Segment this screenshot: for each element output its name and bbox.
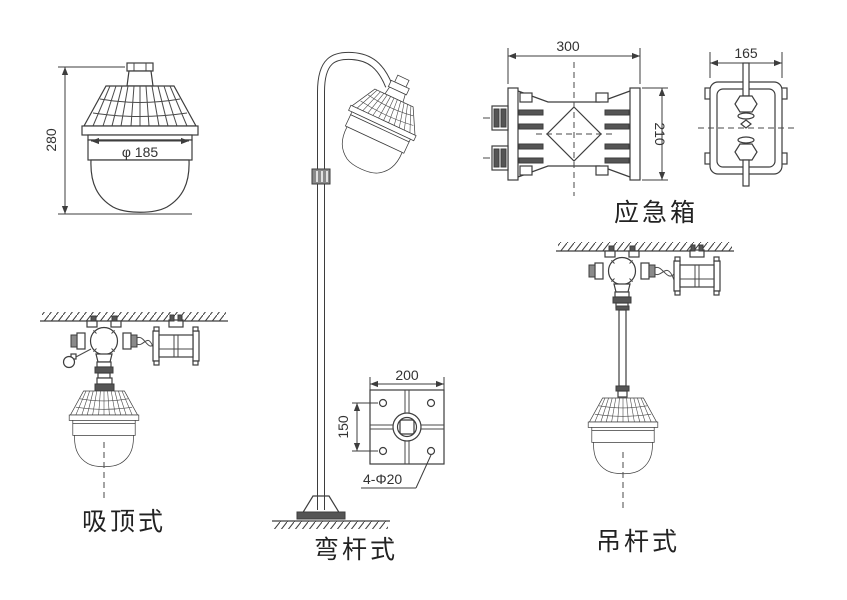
pull-switch [62,348,92,369]
box-left-plate [507,87,519,181]
holes-note: 4-Φ20 [361,454,432,489]
dim-150-text: 150 [335,415,351,439]
box-diamond [546,106,602,162]
pendant-figure: 吊杆式 [556,242,734,556]
junction-box [70,315,138,379]
box-cable-glands [483,105,509,171]
dim-phi185: φ 185 [91,137,189,160]
emergency-box-label: 应急箱 [614,199,698,227]
lamp-front-view-figure: 280 φ 185 [43,62,199,215]
emergency-box-front-figure: 300 [483,38,698,227]
dim-165-text: 165 [734,45,758,61]
dim-280: 280 [43,66,192,215]
ground-line [272,520,390,529]
box-right-plate [629,87,641,181]
pole-base [296,495,346,520]
dim-280-text: 280 [43,128,59,152]
lamp-neck [126,70,154,87]
ceiling-mount-figure: 吸顶式 [40,312,228,536]
bent-pole-figure: 弯杆式 [272,51,427,564]
base-plate-holes [378,398,436,456]
dim-200: 200 [369,367,445,390]
dim-210-text: 210 [652,122,668,146]
dim-150: 150 [335,402,378,452]
holes-note-text: 4-Φ20 [363,471,402,487]
ceiling-hatch [40,312,228,322]
bent-pole-label: 弯杆式 [314,536,398,564]
ceiling-mount-label: 吸顶式 [82,508,166,536]
flex-conduit [654,266,675,281]
emergency-box-side-figure: 165 [698,45,794,187]
pole-lamp-head [327,74,427,185]
conduit-box [673,244,721,296]
dim-phi185-text: φ 185 [122,144,159,160]
flex-conduit [136,336,155,351]
dim-210: 210 [642,87,668,181]
base-plate-figure: 200 150 4-Φ20 [335,367,445,489]
lamp-top-cap [126,62,154,72]
side-clamp-bolts [734,62,758,187]
pendant-rod [615,305,630,398]
dim-300-text: 300 [556,38,580,54]
dim-300: 300 [507,38,641,84]
box-fins [518,92,630,176]
pendant-label: 吊杆式 [596,528,680,556]
ceiling-hatch [556,242,734,252]
conduit-box [152,314,200,366]
dim-200-text: 200 [395,367,419,383]
junction-box [588,245,656,309]
